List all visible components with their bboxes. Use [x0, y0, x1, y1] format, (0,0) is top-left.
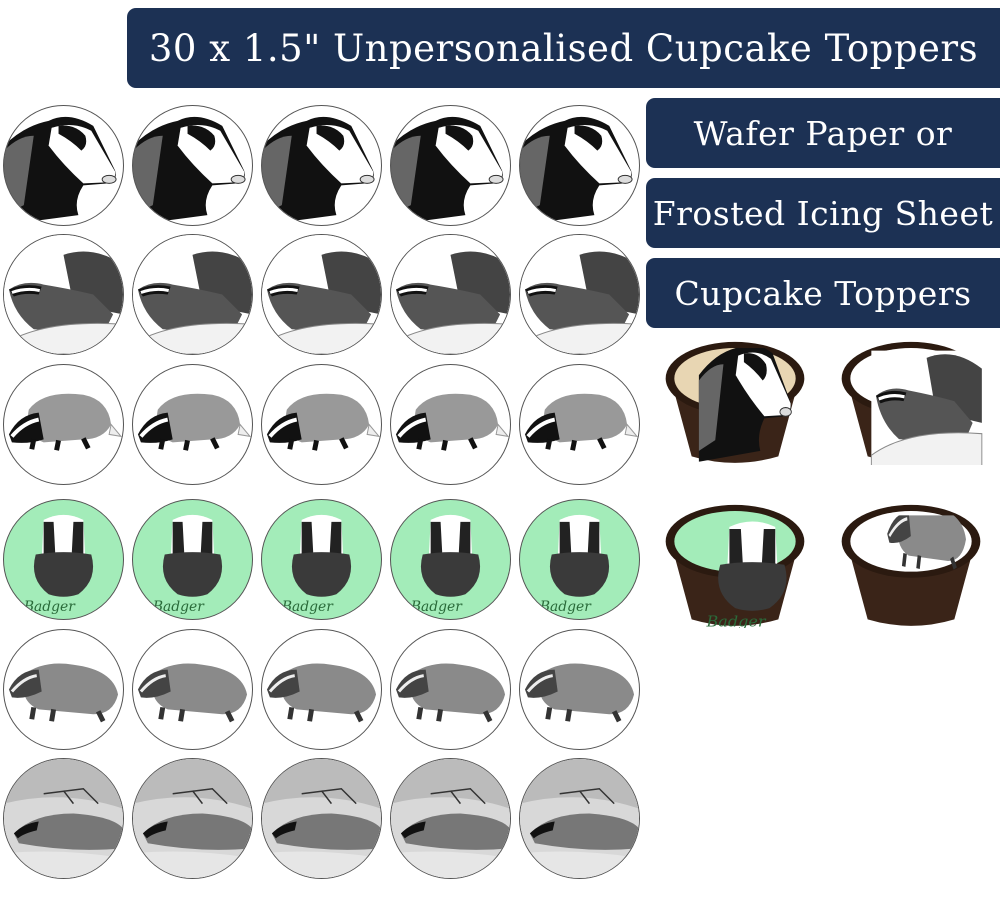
cupcake-preview-4 [826, 498, 996, 628]
cupcake-topper-watercolour-badger-face [390, 499, 511, 620]
title-text: 30 x 1.5" Unpersonalised Cupcake Toppers [148, 26, 979, 70]
cupcake-topper-badger-head-profile-drawing [261, 105, 382, 226]
cupcake-topper-grey-cartoon-badger-walking [519, 364, 640, 485]
cupcake-topper-grey-cartoon-badger-walking [3, 364, 124, 485]
cupcake-topper-watercolour-badger-face [519, 499, 640, 620]
cupcake-topper-pencil-badger-walking [390, 629, 511, 750]
cupcake-topper-badger-engraving-in-undergrowth [261, 758, 382, 879]
topper-grid [3, 105, 648, 891]
cupcake-preview-3 [650, 498, 820, 628]
cupcake-topper-badger-head-profile-drawing [3, 105, 124, 226]
cupcake-image [841, 341, 981, 463]
cupcake-topper-grey-cartoon-badger-walking [132, 364, 253, 485]
cupcake-topper-watercolour-badger-face [3, 499, 124, 620]
banner-label: Frosted Icing Sheet [652, 193, 994, 233]
cupcake-topper-badger-engraving-on-rock [519, 234, 640, 355]
title-banner: 30 x 1.5" Unpersonalised Cupcake Toppers [127, 8, 1000, 88]
cupcake-topper-pencil-badger-walking [132, 629, 253, 750]
cupcake-topper-badger-engraving-in-undergrowth [390, 758, 511, 879]
cupcake-topper-badger-engraving-on-rock [261, 234, 382, 355]
cupcake-topper-badger-engraving-in-undergrowth [3, 758, 124, 879]
cupcake-topper-pencil-badger-walking [261, 629, 382, 750]
cupcake-topper-badger-engraving-on-rock [3, 234, 124, 355]
product-banner-toppers: Cupcake Toppers [646, 258, 1000, 328]
cupcake-topper-pencil-badger-walking [3, 629, 124, 750]
cupcake-topper-badger-head-profile-drawing [390, 105, 511, 226]
cupcake-topper-watercolour-badger-face [132, 499, 253, 620]
material-banner-wafer: Wafer Paper or [646, 98, 1000, 168]
cupcake-topper-badger-engraving-on-rock [132, 234, 253, 355]
cupcake-image [665, 504, 805, 626]
material-banner-icing: Frosted Icing Sheet [646, 178, 1000, 248]
cupcake-topper-badger-head-profile-drawing [132, 105, 253, 226]
banner-label: Wafer Paper or [693, 113, 953, 153]
cupcake-image [665, 341, 805, 463]
banner-label: Cupcake Toppers [674, 273, 972, 313]
cupcake-topper-pencil-badger-walking [519, 629, 640, 750]
cupcake-preview-2 [826, 335, 996, 465]
cupcake-topper-watercolour-badger-face [261, 499, 382, 620]
cupcake-topper-badger-engraving-in-undergrowth [132, 758, 253, 879]
cupcake-topper-badger-engraving-on-rock [390, 234, 511, 355]
cupcake-topper-grey-cartoon-badger-walking [261, 364, 382, 485]
cupcake-preview-1 [650, 335, 820, 465]
cupcake-image [841, 504, 981, 626]
cupcake-topper-grey-cartoon-badger-walking [390, 364, 511, 485]
cupcake-topper-badger-engraving-in-undergrowth [519, 758, 640, 879]
cupcake-topper-badger-head-profile-drawing [519, 105, 640, 226]
